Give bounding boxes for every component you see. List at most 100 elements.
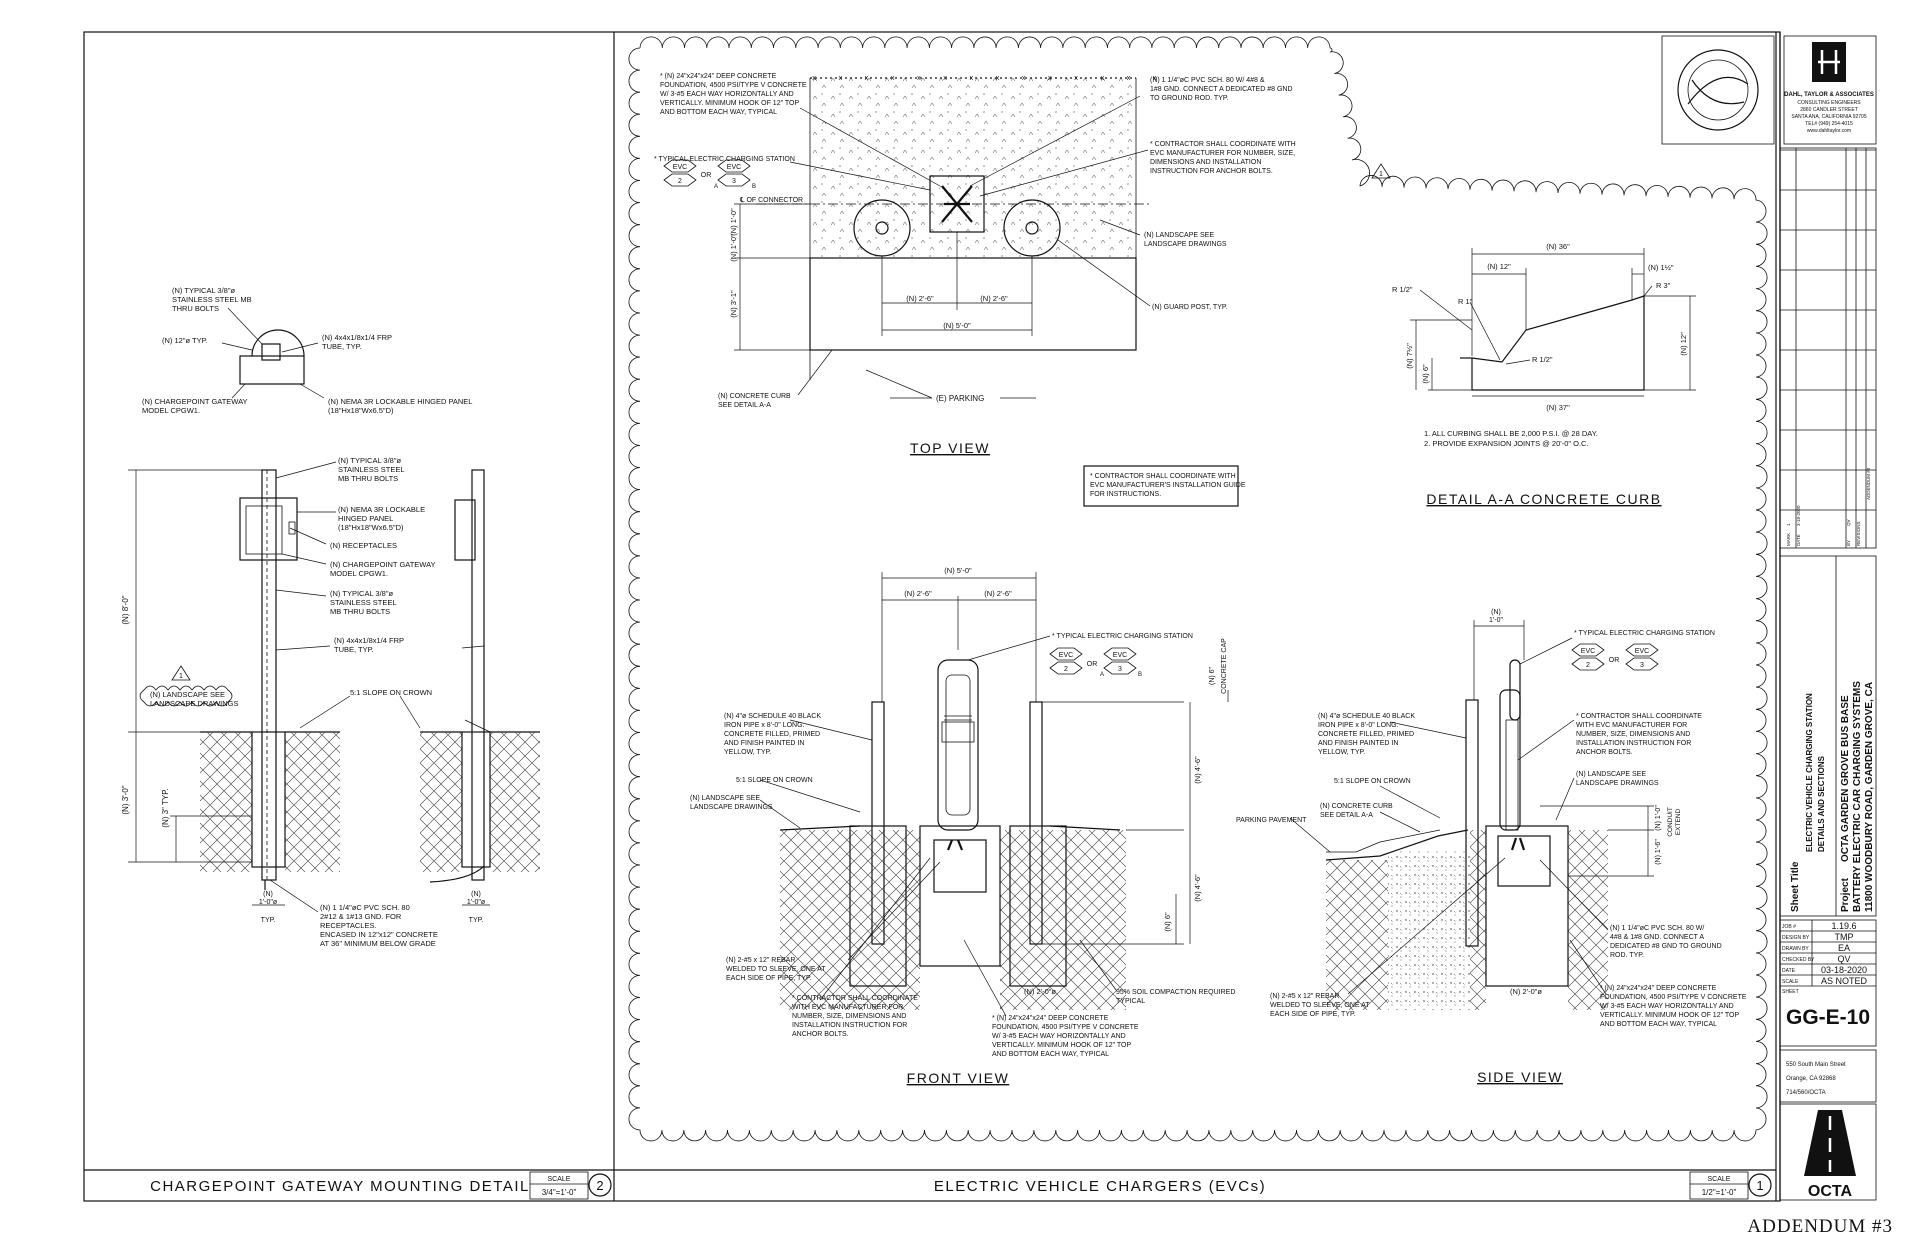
- svg-text:(N) TYPICAL 3/8"ø: (N) TYPICAL 3/8"ø: [172, 286, 236, 295]
- detail-aa-title: DETAIL A-A CONCRETE CURB: [1426, 491, 1661, 507]
- front-dim-h1: (N) 4'-6": [1193, 756, 1202, 784]
- side-rebar-3: EACH SIDE OF PIPE, TYP.: [1270, 1011, 1356, 1018]
- front-dim-h3: (N) 6": [1163, 912, 1172, 932]
- svg-text:WITH EVC MANUFACTURER FOR: WITH EVC MANUFACTURER FOR: [1576, 722, 1687, 729]
- front-soil-2: TYPICAL: [1116, 998, 1145, 1005]
- top-note-connector: ℄ OF CONNECTOR: [739, 197, 803, 204]
- front-pipe-note: (N) 4"ø SCHEDULE 40 BLACK: [724, 713, 821, 720]
- info-key-scale: SCALE: [1782, 979, 1799, 985]
- evc-tag-number-3: 3: [732, 178, 736, 185]
- side-conduit-2: 4#8 & 1#8 GND. CONNECT A: [1610, 934, 1704, 941]
- svg-text:FOUNDATION, 4500 PSI/TYPE V CO: FOUNDATION, 4500 PSI/TYPE V CONCRETE: [660, 82, 807, 89]
- top-view-title: TOP VIEW: [910, 440, 990, 456]
- rev-row-date: 3-18-2020: [1796, 505, 1801, 526]
- front-evc-tag-a: EVC: [1059, 652, 1073, 659]
- svg-text:W/ 3-#5 EACH WAY HORIZONTALLY: W/ 3-#5 EACH WAY HORIZONTALLY AND: [992, 1033, 1126, 1040]
- svg-text:(N) 1 1/4"øC PVC SCH. 80: (N) 1 1/4"øC PVC SCH. 80: [320, 903, 410, 912]
- side-rebar-2: WELDED TO SLEEVE, ONE AT: [1270, 1002, 1370, 1009]
- front-dim-26b: (N) 2'-6": [984, 589, 1012, 598]
- top-note-foundation: * (N) 24"x24"x24" DEEP CONCRETE: [660, 73, 777, 80]
- side-foundation: * (N) 24"x24"x24" DEEP CONCRETE: [1600, 985, 1717, 992]
- front-view-title: FRONT VIEW: [907, 1070, 1010, 1086]
- plan-tube-note: (N) 4x4x1/8x1/4 FRP: [322, 333, 392, 342]
- front-pipe-note-4: AND FINISH PAINTED IN: [724, 740, 804, 747]
- svg-text:TYPICAL: TYPICAL: [1116, 998, 1145, 1005]
- svg-text:INSTALLATION INSTRUCTION FOR: INSTALLATION INSTRUCTION FOR: [792, 1022, 907, 1029]
- aa-dim-12: (N) 12": [1487, 262, 1511, 271]
- side-conduit-4: ROD. TYP.: [1610, 952, 1644, 959]
- side-evc-tag-3: 3: [1640, 662, 1644, 669]
- install-note-2: EVC MANUFACTURER'S INSTALLATION GUIDE: [1090, 482, 1246, 489]
- svg-text:ANCHOR BOLTS.: ANCHOR BOLTS.: [792, 1031, 849, 1038]
- top-note-landscape-2: LANDSCAPE DRAWINGS: [1144, 241, 1227, 248]
- svg-text:(N) LANDSCAPE SEE: (N) LANDSCAPE SEE: [150, 690, 225, 699]
- side-coord-2: WITH EVC MANUFACTURER FOR: [1576, 722, 1687, 729]
- svg-text:THRU BOLTS: THRU BOLTS: [172, 304, 219, 313]
- svg-text:LANDSCAPE DRAWINGS: LANDSCAPE DRAWINGS: [1576, 780, 1659, 787]
- aa-r-1: R 1": [1458, 297, 1473, 306]
- elev-conduit-5: AT 36" MINIMUM BELOW GRADE: [320, 939, 436, 948]
- sheet-label: SHEET: [1782, 989, 1799, 995]
- elev-nema-2: HINGED PANEL: [338, 514, 393, 523]
- front-soil: 95% SOIL COMPACTION REQUIRED: [1116, 989, 1235, 996]
- front-evc-or: OR: [1087, 661, 1098, 668]
- plan-panel-note: (N) NEMA 3R LOCKABLE HINGED PANEL: [328, 397, 472, 406]
- info-table: JOB # 1.19.6 DESIGN BY TMP DRAWN BY EA C…: [1780, 920, 1876, 1029]
- side-evc-tag-a: EVC: [1581, 648, 1595, 655]
- top-dim-5: (N) 2'-6": [980, 294, 1008, 303]
- svg-text:DIMENSIONS AND INSTALLATION: DIMENSIONS AND INSTALLATION: [1150, 159, 1261, 166]
- svg-text:INSTRUCTION FOR ANCHOR BOLTS.: INSTRUCTION FOR ANCHOR BOLTS.: [1150, 168, 1273, 175]
- firm-sub-1: CONSULTING ENGINEERS: [1797, 100, 1861, 106]
- side-pipe-note: (N) 4"ø SCHEDULE 40 BLACK: [1318, 713, 1415, 720]
- svg-text:STAINLESS STEEL MB: STAINLESS STEEL MB: [172, 295, 252, 304]
- aa-dim-12v: (N) 12": [1679, 332, 1688, 356]
- typ-b: TYP.: [469, 917, 484, 924]
- side-coord-5: ANCHOR BOLTS.: [1576, 749, 1633, 756]
- front-landscape-2: LANDSCAPE DRAWINGS: [690, 804, 773, 811]
- front-evc-tag-a-letter: A: [1100, 672, 1104, 678]
- aa-dim-36: (N) 36": [1546, 242, 1570, 251]
- elev-bolts-bottom: (N) TYPICAL 3/8"ø: [330, 589, 394, 598]
- rev-row-by: QV: [1846, 519, 1851, 526]
- svg-text:(N) TYPICAL 3/8"ø: (N) TYPICAL 3/8"ø: [330, 589, 394, 598]
- svg-text:AND FINISH PAINTED IN: AND FINISH PAINTED IN: [724, 740, 804, 747]
- aa-dim-7half: (N) 7½": [1405, 343, 1414, 369]
- elev-nema-3: (18"Hx18"Wx6.5"D): [338, 523, 404, 532]
- side-conduit: (N) 1 1/4"øC PVC SCH. 80 W/: [1610, 925, 1704, 932]
- front-coord: * CONTRACTOR SHALL COORDINATE: [792, 995, 918, 1002]
- engineer-seal: [1677, 49, 1759, 131]
- address-2: Orange, CA 92868: [1786, 1076, 1836, 1082]
- top-note-guard: (N) GUARD POST, TYP.: [1152, 304, 1228, 311]
- top-note-coord-3: DIMENSIONS AND INSTALLATION: [1150, 159, 1261, 166]
- top-note-coord: * CONTRACTOR SHALL COORDINATE WITH: [1150, 141, 1296, 148]
- elev-bolts-top-3: MB THRU BOLTS: [338, 474, 398, 483]
- front-coord-3: NUMBER, SIZE, DIMENSIONS AND: [792, 1013, 906, 1020]
- left-scale-label: SCALE: [548, 1176, 571, 1183]
- top-dim-2: (N) 1'-0": [729, 234, 738, 262]
- side-pipe-note-5: YELLOW, TYP.: [1318, 749, 1365, 756]
- elev-slope: 5:1 SLOPE ON CROWN: [350, 688, 432, 697]
- top-note-curb-2: SEE DETAIL A-A: [718, 402, 771, 409]
- detail-aa-curb: (N) 36" (N) 12" (N) 1½" R 1/2" R 1" R 3"…: [1392, 242, 1696, 507]
- dim-8ft: (N) 8'-0": [121, 595, 130, 624]
- svg-text:4#8 & 1#8 GND. CONNECT A: 4#8 & 1#8 GND. CONNECT A: [1610, 934, 1704, 941]
- top-note-conduit-3: TO GROUND ROD. TYP.: [1150, 95, 1229, 102]
- side-slope: 5:1 SLOPE ON CROWN: [1334, 778, 1411, 785]
- landscape-cloud: [139, 685, 233, 707]
- top-note-conduit: (N) 1 1/4"øC PVC SCH. 80 W/ 4#8 &: [1150, 77, 1265, 84]
- front-rebar-2: WELDED TO SLEEVE, ONE AT: [726, 966, 826, 973]
- sheet-number: GG-E-10: [1786, 1006, 1870, 1029]
- install-note: * CONTRACTOR SHALL COORDINATE WITH EVC M…: [1083, 465, 1246, 507]
- svg-text:DEDICATED #8 GND TO GROUND: DEDICATED #8 GND TO GROUND: [1610, 943, 1722, 950]
- elev-tube: (N) 4x4x1/8x1/4 FRP: [334, 636, 404, 645]
- front-dim-20: (N) 2'-0"ø: [1024, 987, 1056, 996]
- left-detail-bubble: [588, 1173, 612, 1197]
- front-pipe-note-3: CONCRETE FILLED, PRIMED: [724, 731, 820, 738]
- svg-text:MB THRU BOLTS: MB THRU BOLTS: [330, 607, 390, 616]
- svg-text:(N) CONCRETE CURB: (N) CONCRETE CURB: [718, 393, 791, 400]
- side-foundation-2: FOUNDATION, 4500 PSI/TYPE V CONCRETE: [1600, 994, 1747, 1001]
- info-val-checked: QV: [1837, 954, 1850, 964]
- plan-panel-note-2: (18"Hx18"Wx6.5"D): [328, 406, 394, 415]
- sheet-title-1: ELECTRIC VEHICLE CHARGING STATION: [1805, 693, 1814, 852]
